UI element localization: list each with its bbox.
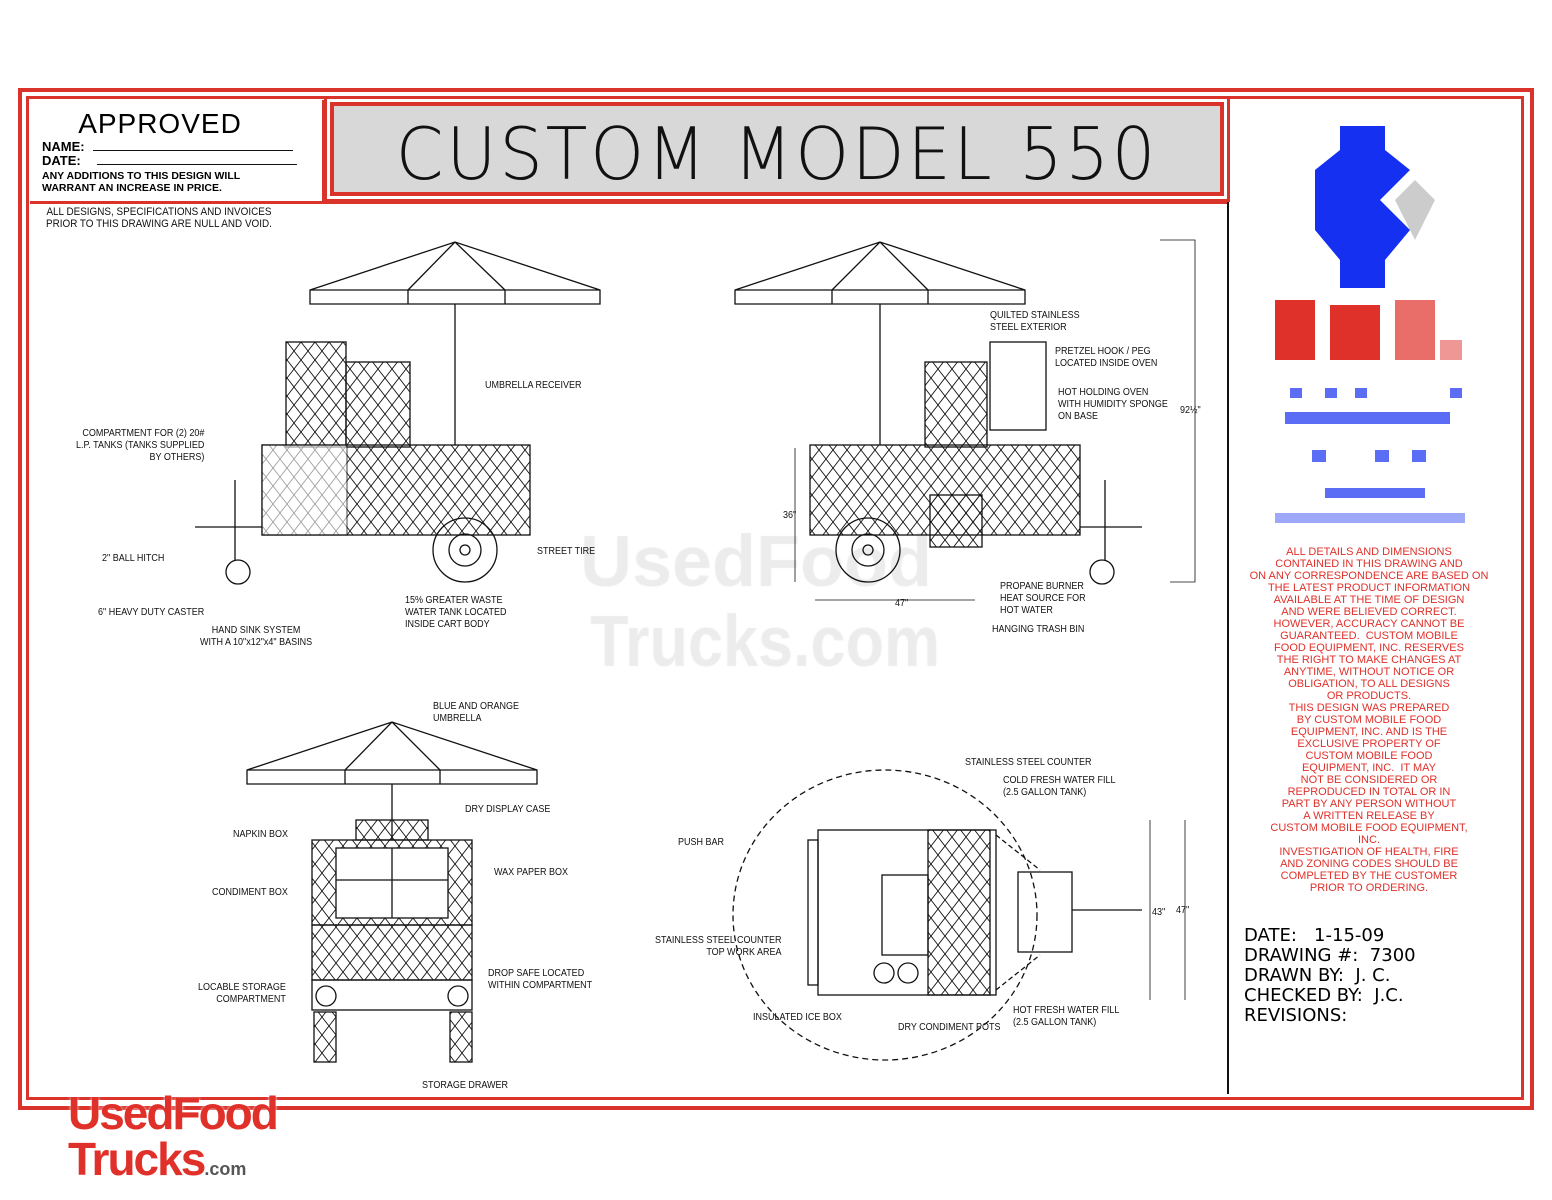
approved-heading: APPROVED [78,108,242,139]
label-umbrella: BLUE AND ORANGE UMBRELLA [433,701,520,724]
label-cold-fill: COLD FRESH WATER FILL (2.5 GALLON TANK) [1003,775,1116,798]
disclaimer: ALL DETAILS AND DIMENSIONS CONTAINED IN … [1249,546,1489,894]
dim-height: 92½" [1180,405,1201,416]
label-trash-bin: HANGING TRASH BIN [992,624,1085,635]
approval-divider [322,100,326,202]
label-waste-tank: 15% GREATER WASTE WATER TANK LOCATED INS… [405,595,507,630]
dim-47: 47" [1176,905,1190,916]
label-pretzel-hook: PRETZEL HOOK / PEG LOCATED INSIDE OVEN [1055,346,1158,369]
label-napkin-box: NAPKIN BOX [233,829,289,840]
approval-block: APPROVED NAME: DATE: ANY ADDITIONS TO TH… [40,108,320,194]
label-display-case: DRY DISPLAY CASE [465,804,551,815]
label-quilted: QUILTED STAINLESS STEEL EXTERIOR [990,310,1080,333]
logo-text: UsedFood Trucks [68,1087,279,1185]
label-umbrella-receiver: UMBRELLA RECEIVER [485,380,582,391]
side-view-2 [734,239,1196,601]
title-box: CUSTOM MODEL 550 [330,102,1224,196]
date-field[interactable] [96,164,297,165]
dim-43: 43" [1152,907,1166,918]
label-street-tire: STREET TIRE [537,546,596,557]
label-wax-paper: WAX PAPER BOX [494,867,569,878]
label-drop-safe: DROP SAFE LOCATED WITHIN COMPARTMENT [488,968,593,991]
page-title: CUSTOM MODEL 550 [395,112,1159,196]
title-block: DATE: 1-15-09 DRAWING #: 7300 DRAWN BY: … [1244,925,1416,1026]
name-field[interactable] [92,150,293,151]
header-rule [30,201,1227,204]
label-hand-sink: HAND SINK SYSTEM WITH A 10"x12"x4" BASIN… [200,625,313,648]
label-storage: LOCABLE STORAGE COMPARTMENT [198,982,286,1005]
label-drawer: STORAGE DRAWER [422,1080,509,1091]
void-note: ALL DESIGNS, SPECIFICATIONS AND INVOICES… [46,206,272,230]
price-note: ANY ADDITIONS TO THIS DESIGN WILL WARRAN… [42,170,241,194]
label-condiment-box: CONDIMENT BOX [212,887,288,898]
side-view-1 [195,241,601,585]
label-ball-hitch: 2" BALL HITCH [102,553,165,564]
label-caster: 6" HEAVY DUTY CASTER [98,607,205,618]
dim-deck-height: 36" [783,510,797,521]
top-view [732,769,1186,1061]
logo-suffix: .com [204,1159,247,1179]
front-view [246,721,538,1063]
outer-frame [18,88,1534,1110]
label-work-area: STAINLESS STEEL COUNTER TOP WORK AREA [655,935,782,958]
date-label: DATE: [42,153,81,168]
label-lp-compartment: COMPARTMENT FOR (2) 20# L.P. TANKS (TANK… [76,428,205,463]
label-hot-fill: HOT FRESH WATER FILL (2.5 GALLON TANK) [1013,1005,1120,1028]
label-oven: HOT HOLDING OVEN WITH HUMIDITY SPONGE ON… [1058,387,1168,422]
label-pots: DRY CONDIMENT POTS [898,1022,1001,1033]
dim-width: 47" [895,598,909,609]
usedfoodtrucks-logo: UsedFood Trucks.com [68,1087,279,1192]
label-ice-box: INSULATED ICE BOX [753,1012,842,1023]
label-counter: STAINLESS STEEL COUNTER [965,757,1092,768]
panel-divider [1227,100,1229,1094]
label-push-bar: PUSH BAR [678,837,725,848]
inner-frame [26,96,1524,1100]
name-label: NAME: [42,139,85,154]
label-propane: PROPANE BURNER HEAT SOURCE FOR HOT WATER [1000,581,1086,616]
